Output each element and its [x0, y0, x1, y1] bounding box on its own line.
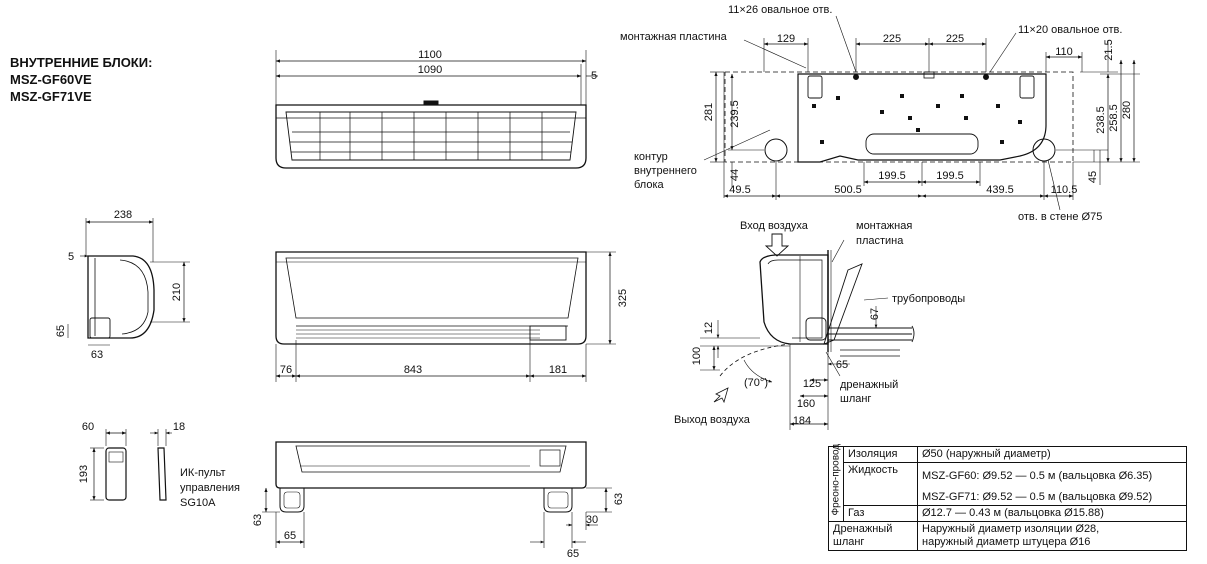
front-view	[275, 50, 598, 169]
back-dim-right: 181	[549, 364, 567, 376]
slot-left-label: 11×26 овальное отв.	[728, 4, 832, 16]
slot-right-label: 11×20 овальное отв.	[1018, 24, 1122, 36]
install-dim-angle: (70°)	[744, 377, 768, 389]
plate-left-dim-281: 281	[703, 103, 715, 121]
back-dim-height: 325	[617, 289, 629, 307]
plate-left-dim-44: 44	[729, 169, 741, 181]
front-dim-edge: 5	[591, 70, 597, 82]
side-dim-top: 5	[68, 251, 74, 263]
refrigerant-group-cell: Фреоно-провод	[828, 443, 844, 522]
front-dim-total: 1100	[418, 49, 442, 61]
remote-controller	[90, 429, 172, 501]
install-dim-184: 184	[793, 415, 811, 427]
side-dim-bottom: 63	[91, 349, 103, 361]
bottom-view	[262, 441, 612, 548]
pipe-spec-table: Фреоно-провод Изоляция Ø50 (наружный диа…	[828, 444, 1187, 551]
plate-top-dim-129: 129	[777, 33, 795, 45]
side-view	[67, 218, 190, 346]
mounting-plate-view	[703, 15, 1140, 211]
remote-label-2: управления	[180, 482, 240, 494]
plate-bottom-dim-199-5b: 199.5	[936, 170, 964, 182]
plate-right-dim-280: 280	[1121, 101, 1133, 119]
table-row: Жидкость MSZ-GF60: Ø9.52 — 0.5 м (вальцо…	[829, 462, 1187, 506]
back-view	[275, 251, 616, 382]
plate-top-dim-21-5: 21.5	[1103, 39, 1115, 60]
install-dim-100: 100	[691, 347, 703, 365]
row-name: Газ	[843, 505, 918, 522]
side-dim-low: 65	[55, 325, 67, 337]
plate-top-dim-225a: 225	[883, 33, 901, 45]
bottom-dim-30: 30	[586, 514, 598, 526]
row-value: Ø12.7 — 0.43 м (вальцовка Ø15.88)	[917, 505, 1187, 522]
plate-bottom-dim-199-5a: 199.5	[878, 170, 906, 182]
remote-dim-height: 193	[78, 465, 90, 483]
plate-label: монтажная пластина	[620, 31, 728, 43]
plate-bottom-dim-49-5: 49.5	[729, 184, 750, 196]
row-name: Жидкость	[843, 462, 918, 506]
heading-model-1: MSZ-GF60VE	[10, 72, 92, 87]
drain-hose-name: Дренажный шланг	[828, 521, 918, 551]
install-dim-12: 12	[703, 322, 715, 334]
side-dim-height: 210	[171, 283, 183, 301]
row-value: Ø50 (наружный диаметр)	[917, 446, 1187, 463]
plate-right-dim-45: 45	[1087, 171, 1099, 183]
remote-label-1: ИК-пульт	[180, 467, 226, 479]
bottom-dim-63-right: 63	[613, 493, 625, 505]
contour-label-1: контур	[634, 151, 668, 163]
install-plate-label-2: пластина	[856, 235, 904, 247]
plate-top-dim-110: 110	[1055, 46, 1073, 58]
install-dim-125: 125	[803, 378, 821, 390]
bottom-dim-63-left: 63	[252, 514, 264, 526]
side-dim-depth: 238	[114, 209, 132, 221]
contour-label-3: блока	[634, 179, 665, 191]
install-dim-160: 160	[797, 398, 815, 410]
drain-hose-value: Наружный диаметр изоляции Ø28, наружный …	[917, 521, 1187, 551]
drain-hose-value-1: Наружный диаметр изоляции Ø28,	[922, 523, 1100, 535]
heading-title: ВНУТРЕННИЕ БЛОКИ:	[10, 55, 153, 70]
pipes-label: трубопроводы	[892, 293, 965, 305]
plate-bottom-dim-500-5: 500.5	[834, 184, 862, 196]
row-value: MSZ-GF60: Ø9.52 — 0.5 м (вальцовка Ø6.35…	[917, 462, 1187, 490]
plate-right-dim-258-5: 258.5	[1108, 104, 1120, 132]
front-dim-body: 1090	[418, 64, 442, 76]
installation-view	[700, 233, 915, 430]
drain-label-2: шланг	[840, 393, 871, 405]
install-dim-67: 67	[869, 308, 881, 320]
heading-model-2: MSZ-GF71VE	[10, 89, 92, 104]
back-dim-left: 76	[280, 364, 292, 376]
table-row: Фреоно-провод Изоляция Ø50 (наружный диа…	[828, 444, 1187, 522]
plate-top-dim-225b: 225	[946, 33, 964, 45]
row-value-2: MSZ-GF71: Ø9.52 — 0.5 м (вальцовка Ø9.52…	[917, 490, 1187, 506]
plate-left-dim-239-5: 239.5	[729, 100, 741, 128]
remote-dim-thickness: 18	[173, 421, 185, 433]
remote-label-3: SG10A	[180, 497, 216, 509]
install-dim-65: 65	[836, 359, 848, 371]
refrigerant-group-label: Фреоно-провод	[830, 443, 842, 516]
install-plate-label-1: монтажная	[856, 220, 912, 232]
plate-right-dim-238-5: 238.5	[1095, 106, 1107, 134]
remote-dim-width: 60	[82, 421, 94, 433]
table-row: Газ Ø12.7 — 0.43 м (вальцовка Ø15.88)	[829, 505, 1187, 522]
plate-bottom-dim-110-5: 110.5	[1051, 184, 1078, 196]
bottom-dim-65-right: 65	[567, 548, 579, 560]
air-outlet-label: Выход воздуха	[674, 414, 751, 426]
drain-hose-value-2: наружный диаметр штуцера Ø16	[922, 536, 1091, 548]
models-heading: ВНУТРЕННИЕ БЛОКИ: MSZ-GF60VE MSZ-GF71VE	[10, 54, 152, 105]
contour-label-2: внутреннего	[634, 165, 697, 177]
bottom-dim-65-left: 65	[284, 530, 296, 542]
back-dim-middle: 843	[404, 364, 422, 376]
wall-hole-label: отв. в стене Ø75	[1018, 211, 1102, 223]
air-inlet-label: Вход воздуха	[740, 220, 809, 232]
table-row: Дренажный шланг Наружный диаметр изоляци…	[828, 521, 1187, 551]
drain-label-1: дренажный	[840, 379, 898, 391]
plate-bottom-dim-439-5: 439.5	[986, 184, 1014, 196]
row-name: Изоляция	[843, 446, 918, 463]
